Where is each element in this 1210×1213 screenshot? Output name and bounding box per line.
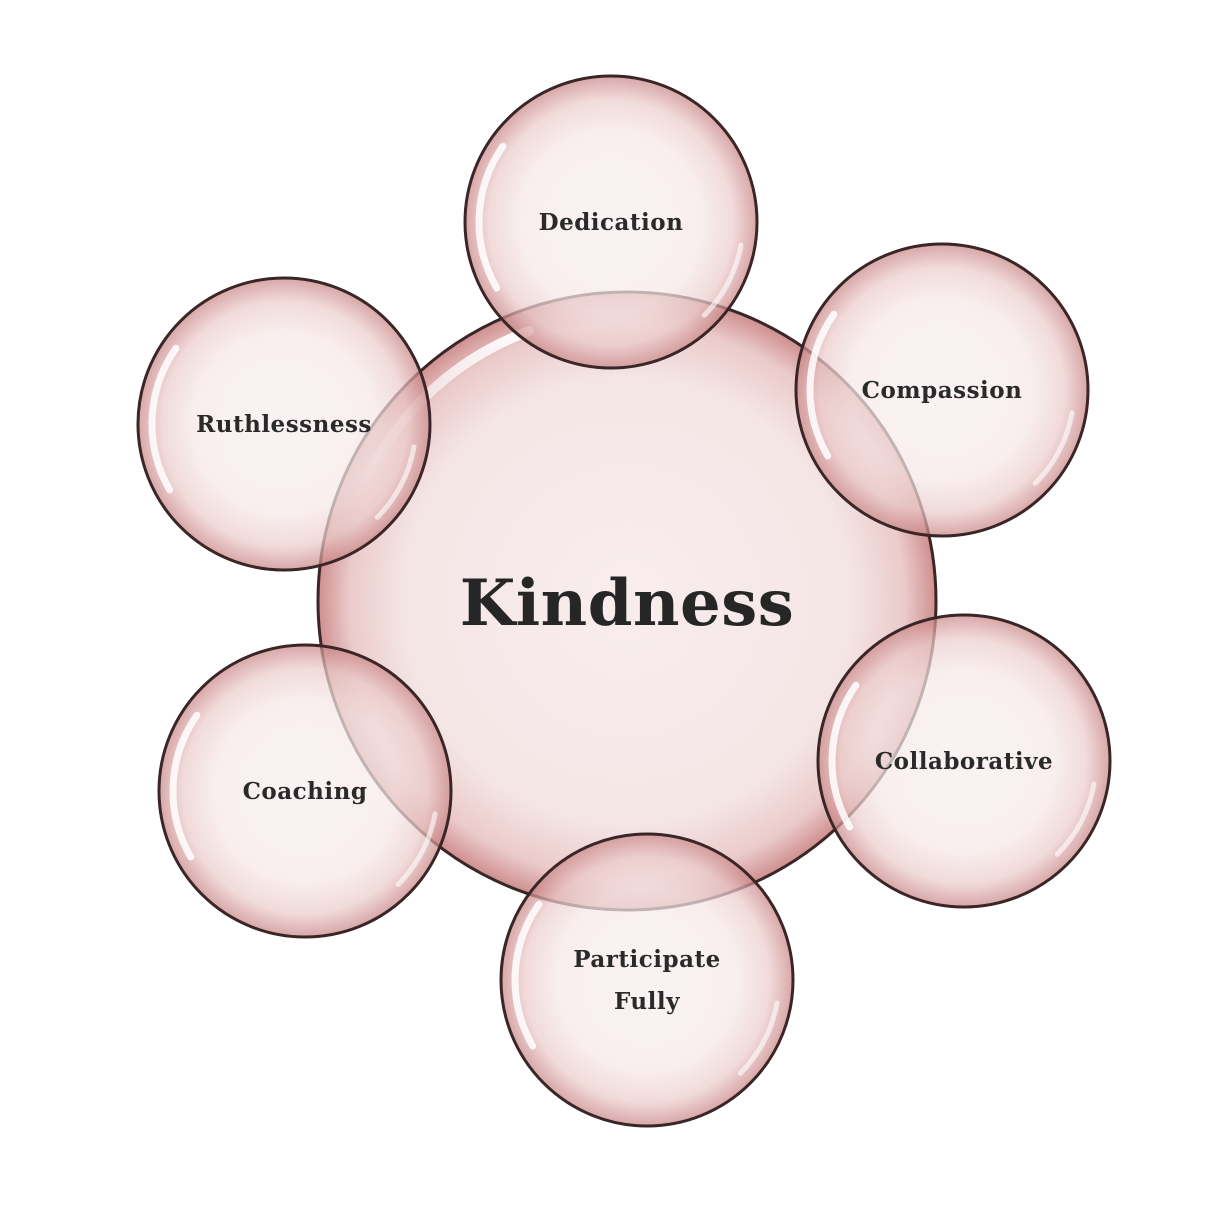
bubble-circle [463,74,759,370]
bubble-label: Participate [573,946,721,973]
bubble-label: Ruthlessness [196,411,372,438]
bubble-label: Coaching [243,778,368,805]
bubble-glare [701,242,744,318]
bubble-glare [806,310,838,460]
bubble-circle [794,242,1090,538]
bubble-glare [828,681,860,831]
bubble-label: Dedication [539,209,684,236]
bubble-glare [1032,410,1075,486]
bubble-glare [395,811,438,887]
bubble-compassion: Compassion [794,242,1090,538]
bubble-circle [816,613,1112,909]
bubble-label: Fully [614,988,680,1015]
bubble-coaching: Coaching [157,643,453,939]
bubble-glare [737,1000,780,1076]
outer-bubbles: DedicationCompassionCollaborativePartici… [136,74,1112,1128]
center-bubble: Kindness [316,290,938,912]
bubble-label: Compassion [862,377,1023,404]
bubble-glare [511,900,543,1050]
bubble-collaborative: Collaborative [816,613,1112,909]
bubble-circle [157,643,453,939]
bubble-glare [1054,781,1097,857]
bubble-label: Collaborative [875,748,1053,775]
bubble-glare [169,711,201,861]
bubble-glare [475,142,507,292]
center-label: Kindness [460,566,795,641]
bubble-dedication: Dedication [463,74,759,370]
bubble-glare [374,444,417,520]
bubble-circle [136,276,432,572]
bubble-glare [148,344,180,494]
bubble-circle [499,832,795,1128]
bubble-ruthlessness: Ruthlessness [136,276,432,572]
